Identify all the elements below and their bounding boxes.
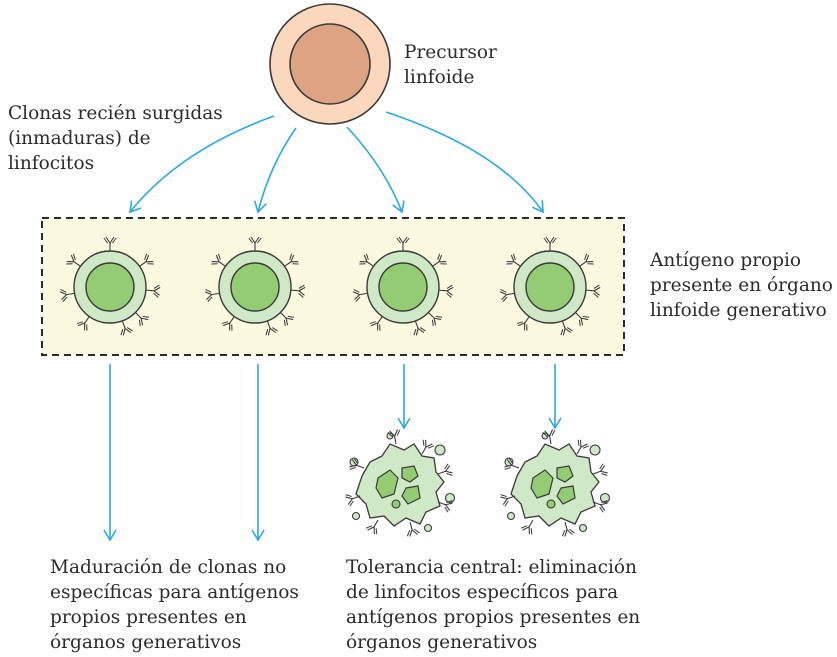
label-line: Precursor (404, 42, 497, 63)
arrow-to-clone-2 (253, 127, 297, 214)
arrow-to-clone-4 (385, 111, 544, 214)
label-line: presente en órgano (650, 275, 833, 296)
label-precursor: Precursor linfoide (404, 40, 497, 90)
label-line: órganos generativos (346, 632, 538, 653)
arrow-to-clone-1 (129, 115, 275, 214)
apoptotic-cell-1 (345, 429, 455, 537)
label-line: Maduración de clonas no (50, 557, 287, 578)
label-line: linfoide generativo (650, 300, 827, 321)
label-line: propios presentes en (50, 607, 247, 628)
label-line: Clonas recién surgidas (8, 103, 223, 124)
label-line: de linfocitos específicos para (346, 582, 619, 603)
apoptotic-cell-2 (500, 429, 610, 537)
arrows-to-clones (129, 111, 544, 214)
label-new-clones: Clonas recién surgidas (inmaduras) de li… (8, 101, 223, 176)
label-line: antígenos propios presentes en (346, 607, 641, 628)
label-self-antigen: Antígeno propio presente en órgano linfo… (650, 248, 833, 323)
label-line: Antígeno propio (650, 250, 802, 271)
label-line: específicas para antígenos (50, 582, 299, 603)
label-line: Tolerancia central: eliminación (346, 557, 637, 578)
label-line: órganos generativos (50, 632, 242, 653)
label-line: linfoide (404, 67, 475, 88)
arrow-to-clone-3 (346, 126, 405, 214)
label-tolerance: Tolerancia central: eliminación de linfo… (346, 555, 640, 655)
label-maturation: Maduración de clonas no específicas para… (50, 555, 299, 655)
label-line: (inmaduras) de (8, 128, 151, 149)
arrows-down (103, 364, 562, 542)
label-line: linfocitos (8, 153, 95, 174)
precursor-cell (269, 3, 391, 125)
